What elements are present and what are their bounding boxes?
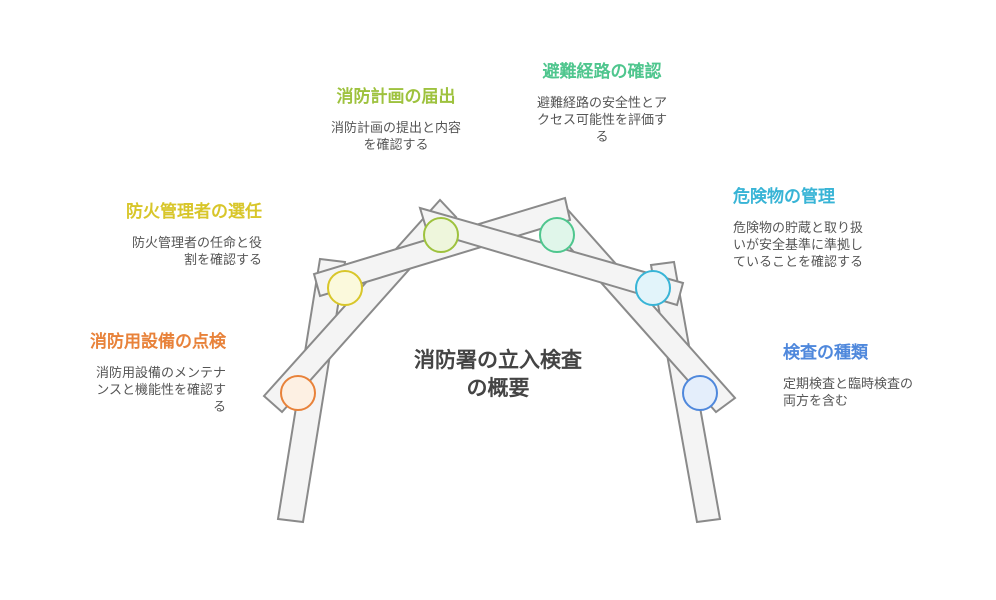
label-desc: 消防計画の提出と内容 を確認する	[296, 120, 496, 154]
label-types: 検査の種類 定期検査と臨時検査の 両方を含む	[783, 342, 983, 410]
desc-line: 定期検査と臨時検査の	[783, 377, 914, 392]
label-title: 検査の種類	[783, 343, 868, 363]
label-manager: 防火管理者の選任 防火管理者の任命と役 割を確認する	[60, 201, 262, 269]
node-manager	[327, 270, 363, 306]
label-evacuation: 避難経路の確認 避難経路の安全性とア クセス可能性を評価す る	[497, 61, 707, 146]
desc-line: いが安全基準に準拠し	[733, 238, 864, 253]
desc-line: 危険物の貯蔵と取り扱	[733, 221, 864, 236]
label-desc: 危険物の貯蔵と取り扱 いが安全基準に準拠し ていることを確認する	[733, 220, 953, 271]
node-types	[682, 375, 718, 411]
desc-line: 消防用設備のメンテナ	[95, 366, 226, 381]
desc-line: る	[212, 400, 226, 415]
label-title: 消防用設備の点検	[90, 332, 226, 352]
desc-line: 両方を含む	[783, 394, 849, 409]
label-title: 危険物の管理	[733, 187, 835, 207]
label-hazard: 危険物の管理 危険物の貯蔵と取り扱 いが安全基準に準拠し ていることを確認する	[733, 186, 953, 271]
desc-line: ていることを確認する	[733, 255, 864, 270]
center-title: 消防署の立入検査 の概要	[370, 346, 626, 402]
node-hazard	[635, 270, 671, 306]
desc-line: 防火管理者の任命と役	[131, 236, 262, 251]
desc-line: 消防計画の提出と内容	[330, 121, 461, 136]
label-desc: 避難経路の安全性とア クセス可能性を評価す る	[497, 95, 707, 146]
label-plan: 消防計画の届出 消防計画の提出と内容 を確認する	[296, 86, 496, 154]
beam-right-rafter	[418, 206, 685, 307]
desc-line: クセス可能性を評価す	[536, 113, 667, 128]
arch-nodes	[280, 217, 718, 411]
center-title-line2: の概要	[466, 376, 530, 400]
label-title: 避難経路の確認	[542, 62, 662, 82]
center-title-line1: 消防署の立入検査	[414, 348, 582, 372]
desc-line: を確認する	[363, 138, 429, 153]
desc-line: 避難経路の安全性とア	[536, 96, 667, 111]
node-evacuation	[539, 217, 575, 253]
desc-line: ンスと機能性を確認す	[96, 383, 226, 398]
label-desc: 消防用設備のメンテナ ンスと機能性を確認す る	[40, 365, 226, 416]
label-desc: 定期検査と臨時検査の 両方を含む	[783, 376, 983, 410]
label-desc: 防火管理者の任命と役 割を確認する	[60, 235, 262, 269]
label-title: 消防計画の届出	[336, 87, 456, 107]
label-title: 防火管理者の選任	[126, 202, 262, 222]
desc-line: 割を確認する	[183, 253, 262, 268]
desc-line: る	[595, 130, 609, 145]
node-equipment	[280, 375, 316, 411]
label-equipment: 消防用設備の点検 消防用設備のメンテナ ンスと機能性を確認す る	[40, 331, 226, 416]
node-plan	[423, 217, 459, 253]
